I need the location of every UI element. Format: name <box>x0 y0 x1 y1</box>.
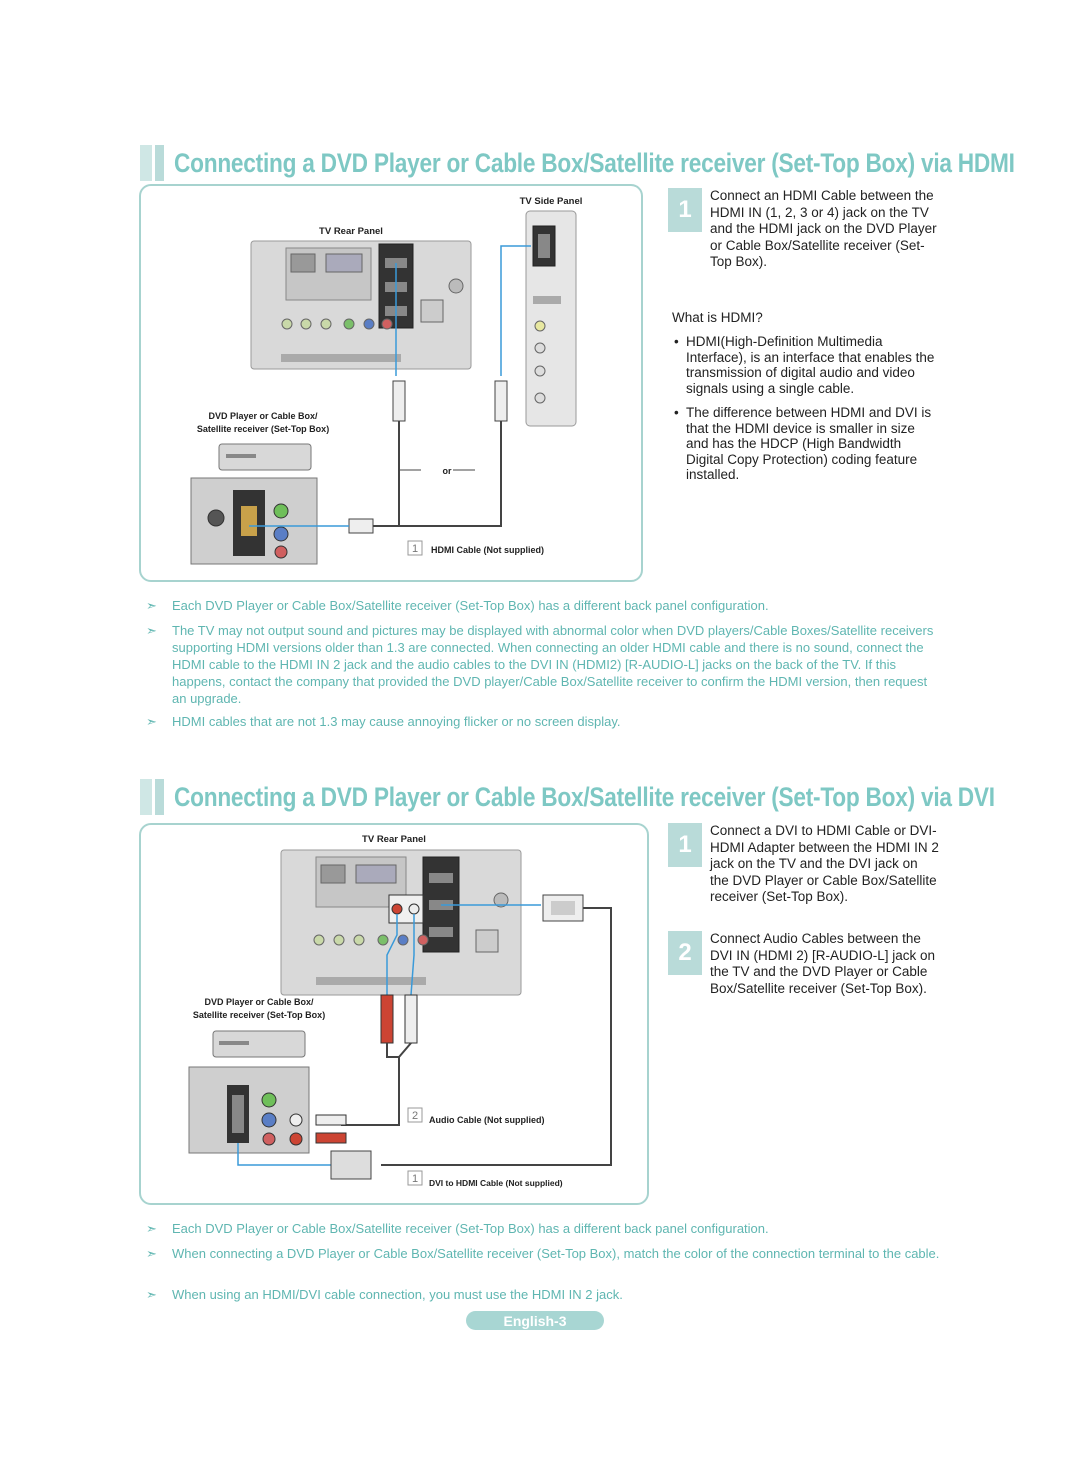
note-arrow-icon: ➣ <box>146 714 157 729</box>
hdmi-bullet-2: •The difference between HDMI and DVI is … <box>674 405 932 482</box>
dvd-player-icon <box>212 1030 306 1058</box>
rca-plug-red <box>380 994 394 1044</box>
section1-note-1: ➣ Each DVD Player or Cable Box/Satellite… <box>146 597 941 614</box>
section2-note-2: ➣ When connecting a DVD Player or Cable … <box>146 1245 941 1262</box>
note-text: When connecting a DVD Player or Cable Bo… <box>172 1246 940 1261</box>
note-arrow-icon: ➣ <box>146 623 157 638</box>
section2-step1: 1 Connect a DVI to HDMI Cable or DVI-HDM… <box>668 823 940 906</box>
title-bars-icon <box>140 779 164 815</box>
device-label-line1: DVD Player or Cable Box/ <box>208 411 318 421</box>
device-label-line2: Satellite receiver (Set-Top Box) <box>193 1010 325 1020</box>
section2-step2: 2 Connect Audio Cables between the DVI I… <box>668 931 940 997</box>
step-text: Connect Audio Cables between the DVI IN … <box>710 931 936 996</box>
section1-heading: Connecting a DVD Player or Cable Box/Sat… <box>140 143 1080 183</box>
hdmi-connection-diagram: TV Rear Panel TV Side Panel <box>190 196 583 565</box>
step-text: Connect a DVI to HDMI Cable or DVI-HDMI … <box>710 823 939 904</box>
note-arrow-icon: ➣ <box>146 1287 157 1302</box>
step-number: 2 <box>668 931 702 975</box>
hdmi-bullet-1: •HDMI(High-Definition Multimedia Interfa… <box>674 334 935 396</box>
note-text: Each DVD Player or Cable Box/Satellite r… <box>172 598 769 613</box>
section2-heading: Connecting a DVD Player or Cable Box/Sat… <box>140 777 1080 817</box>
dvi-connection-diagram: TV Rear Panel DVD Player or Cabl <box>188 834 612 1188</box>
rca-plug-white <box>404 994 418 1044</box>
section1-title: Connecting a DVD Player or Cable Box/Sat… <box>174 147 1015 178</box>
device-label-line2: Satellite receiver (Set-Top Box) <box>197 424 329 434</box>
tv-rear-panel-label: TV Rear Panel <box>362 834 426 845</box>
dvi-plug-device <box>330 1150 372 1180</box>
note-text: The TV may not output sound and pictures… <box>172 623 934 706</box>
bullet-text: HDMI(High-Definition Multimedia Interfac… <box>686 334 935 396</box>
dvi-cable-number: 1 <box>412 1173 418 1185</box>
audio-cable-number: 2 <box>412 1110 418 1122</box>
section2-note-3: ➣ When using an HDMI/DVI cable connectio… <box>146 1286 941 1303</box>
section1-note-2: ➣ The TV may not output sound and pictur… <box>146 622 941 707</box>
hdmi-plug-device <box>348 518 374 534</box>
audio-cable-label: Audio Cable (Not supplied) <box>429 1115 545 1125</box>
or-label: or <box>443 466 452 476</box>
title-bars-icon <box>140 145 164 181</box>
page-label: English-3 <box>466 1311 604 1330</box>
step-number: 1 <box>668 823 702 867</box>
what-is-hdmi-heading: What is HDMI? <box>672 310 763 325</box>
step-number: 1 <box>668 188 702 232</box>
tv-rear-panel-label: TV Rear Panel <box>319 226 383 237</box>
section2-title: Connecting a DVD Player or Cable Box/Sat… <box>174 781 995 812</box>
hdmi-plug-rear <box>392 380 406 422</box>
section1-step1: 1 Connect an HDMI Cable between the HDMI… <box>668 188 938 271</box>
dvi-cable-label: DVI to HDMI Cable (Not supplied) <box>429 1178 563 1188</box>
device-label-line1: DVD Player or Cable Box/ <box>204 997 314 1007</box>
hdmi-plug-side <box>494 380 508 422</box>
note-text: Each DVD Player or Cable Box/Satellite r… <box>172 1221 769 1236</box>
tv-side-panel-label: TV Side Panel <box>520 196 583 207</box>
note-text: HDMI cables that are not 1.3 may cause a… <box>172 714 621 729</box>
note-arrow-icon: ➣ <box>146 1221 157 1236</box>
section1-note-3: ➣ HDMI cables that are not 1.3 may cause… <box>146 713 941 730</box>
dvi-diagram: TV Rear Panel DVD Player or Cabl <box>139 823 649 1205</box>
note-arrow-icon: ➣ <box>146 598 157 613</box>
hdmi-cable-label: HDMI Cable (Not supplied) <box>431 545 544 555</box>
note-text: When using an HDMI/DVI cable connection,… <box>172 1287 623 1302</box>
step-text: Connect an HDMI Cable between the HDMI I… <box>710 188 937 269</box>
cable-number: 1 <box>412 543 418 555</box>
note-arrow-icon: ➣ <box>146 1246 157 1261</box>
bullet-text: The difference between HDMI and DVI is t… <box>686 405 932 482</box>
hdmi-diagram: TV Rear Panel TV Side Panel <box>139 184 643 582</box>
dvd-player-icon <box>218 443 312 471</box>
section2-note-1: ➣ Each DVD Player or Cable Box/Satellite… <box>146 1220 941 1237</box>
